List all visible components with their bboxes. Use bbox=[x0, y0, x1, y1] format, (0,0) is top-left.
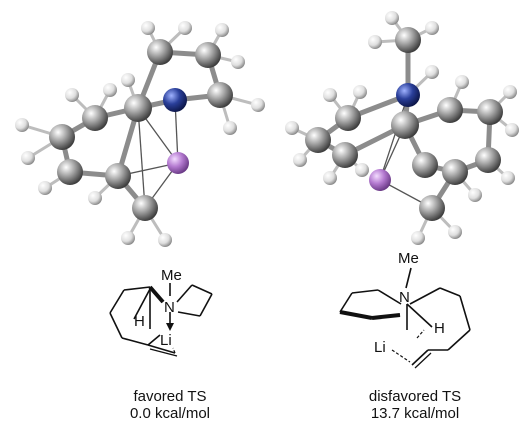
favored-ts-me-label: Me bbox=[161, 267, 182, 284]
favored-ts-name: favored TS bbox=[133, 388, 207, 405]
favored-ts-structure: Me N H Li bbox=[109, 267, 213, 357]
disfavored-ts-name: disfavored TS bbox=[368, 388, 462, 405]
favored-ts-h-label: H bbox=[134, 313, 145, 330]
disfavored-ts-3d-model bbox=[285, 11, 519, 245]
favored-ts-energy: 0.0 kcal/mol bbox=[129, 405, 211, 422]
disfavored-ts-caption: disfavored TS 13.7 kcal/mol bbox=[305, 388, 522, 422]
disfavored-ts-energy: 13.7 kcal/mol bbox=[370, 405, 460, 422]
favored-ts-n-label: N bbox=[164, 299, 175, 316]
favored-ts-3d-model bbox=[15, 21, 265, 247]
favored-ts-caption: favored TS 0.0 kcal/mol bbox=[60, 388, 280, 422]
disfavored-ts-h-label: H bbox=[434, 320, 445, 337]
favored-ts-li-label: Li bbox=[160, 332, 172, 349]
disfavored-ts-n-label: N bbox=[399, 289, 410, 306]
disfavored-ts-li-label: Li bbox=[374, 339, 386, 356]
disfavored-ts-me-label: Me bbox=[398, 250, 419, 267]
disfavored-ts-structure: Me N H Li bbox=[339, 250, 471, 369]
